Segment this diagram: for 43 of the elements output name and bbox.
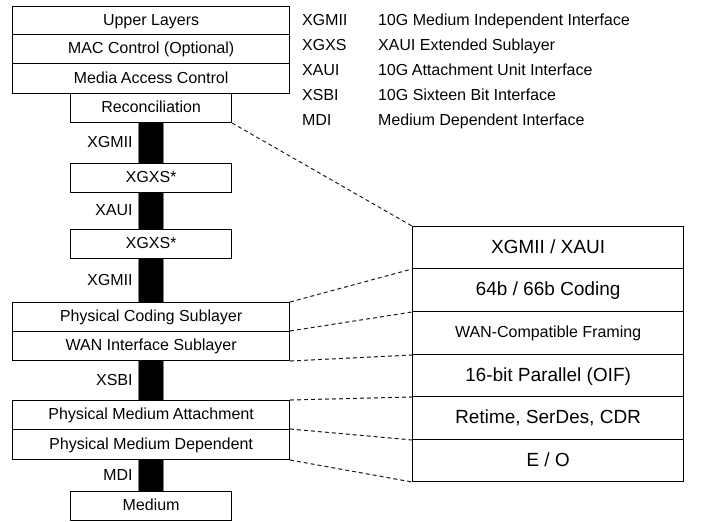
dashed-line bbox=[290, 354, 412, 362]
dashed-line bbox=[290, 460, 412, 482]
layer-box: XGXS* bbox=[70, 229, 232, 259]
abbreviation: XGXS bbox=[302, 37, 346, 55]
abbreviation-definition: Medium Dependent Interface bbox=[378, 112, 584, 130]
interface-bar bbox=[138, 259, 164, 302]
layer-box: Upper Layers bbox=[12, 6, 290, 35]
layer-box: Reconciliation bbox=[70, 93, 232, 123]
function-box: E / O bbox=[412, 439, 684, 482]
interface-bar bbox=[138, 460, 164, 491]
layer-box: Media Access Control bbox=[12, 63, 290, 94]
layer-box: WAN Interface Sublayer bbox=[12, 331, 290, 361]
edge-label: XSBI bbox=[96, 372, 132, 390]
interface-bar bbox=[138, 361, 164, 400]
interface-bar bbox=[138, 193, 164, 229]
layer-box: Medium bbox=[70, 491, 232, 521]
function-box: WAN-Compatible Framing bbox=[412, 311, 684, 355]
edge-label: XGMII bbox=[87, 134, 132, 152]
edge-label: XGMII bbox=[87, 272, 132, 290]
interface-bar bbox=[138, 123, 164, 163]
dashed-line bbox=[290, 312, 412, 332]
function-box: 64b / 66b Coding bbox=[412, 268, 684, 312]
layer-box: Physical Medium Attachment bbox=[12, 400, 290, 430]
abbreviation-definition: XAUI Extended Sublayer bbox=[378, 37, 555, 55]
abbreviation: XAUI bbox=[302, 62, 340, 80]
layer-box: Physical Medium Dependent bbox=[12, 429, 290, 460]
abbreviation-definition: 10G Attachment Unit Interface bbox=[378, 62, 592, 80]
layer-box: MAC Control (Optional) bbox=[12, 34, 290, 64]
function-box: 16-bit Parallel (OIF) bbox=[412, 354, 684, 397]
abbreviation-definition: 10G Medium Independent Interface bbox=[378, 12, 630, 30]
layer-box: XGXS* bbox=[70, 163, 232, 193]
function-box: Retime, SerDes, CDR bbox=[412, 396, 684, 440]
abbreviation: MDI bbox=[302, 112, 332, 130]
dashed-line bbox=[232, 122, 412, 226]
dashed-line bbox=[290, 396, 412, 400]
abbreviation: XSBI bbox=[302, 87, 338, 105]
edge-label: XAUI bbox=[95, 202, 132, 220]
abbreviation-definition: 10G Sixteen Bit Interface bbox=[378, 87, 556, 105]
layer-box: Physical Coding Sublayer bbox=[12, 302, 290, 332]
dashed-line bbox=[290, 428, 412, 440]
function-box: XGMII / XAUI bbox=[412, 226, 684, 269]
edge-label: MDI bbox=[103, 466, 132, 484]
abbreviation: XGMII bbox=[302, 12, 348, 30]
